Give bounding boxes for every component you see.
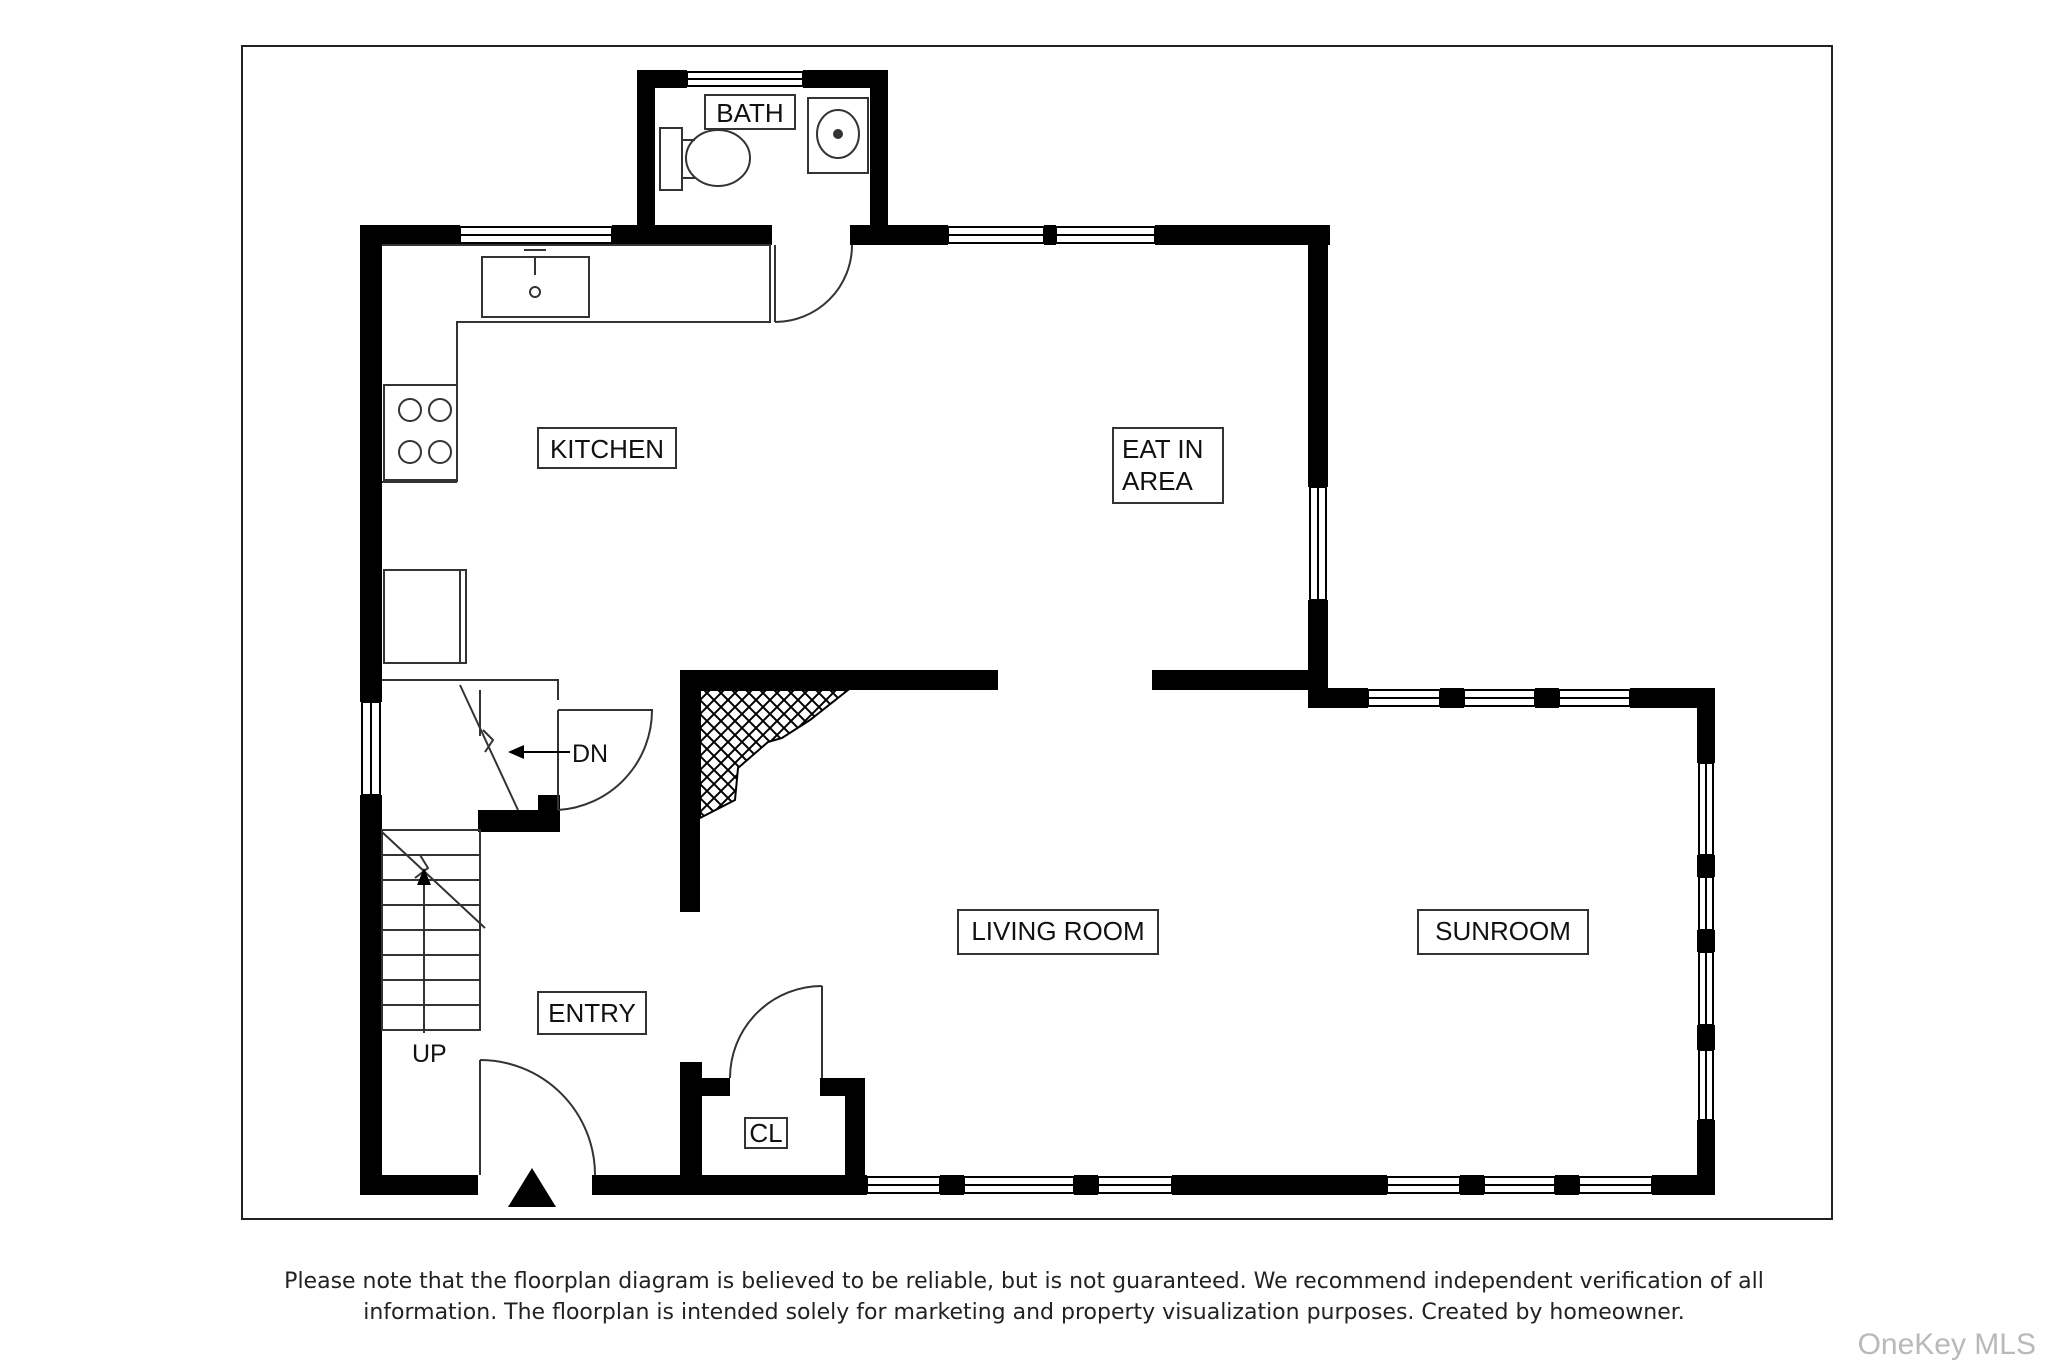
doors <box>479 244 853 1176</box>
kitchen-counters <box>382 244 771 483</box>
disclaimer-line-1: Please note that the floorplan diagram i… <box>284 1269 1764 1294</box>
stairs-down-label: DN <box>572 740 608 768</box>
walls <box>360 70 1715 1195</box>
stair-arrows <box>417 745 570 885</box>
kitchen-sink-icon <box>481 249 590 318</box>
disclaimer-line-2: information. The floorplan is intended s… <box>363 1300 1685 1325</box>
room-labels: BATH KITCHEN EAT IN AREA LIVING ROOM SUN… <box>412 94 1589 1149</box>
bath-sink-icon <box>807 97 869 174</box>
kitchen-label: KITCHEN <box>550 434 664 464</box>
eat-in-label-line2: AREA <box>1122 466 1193 496</box>
windows <box>361 71 1714 1194</box>
bath-label: BATH <box>716 98 783 128</box>
diagram-frame <box>241 45 1833 1220</box>
watermark: OneKey MLS <box>1857 1328 2036 1361</box>
refrigerator-icon <box>383 569 467 664</box>
stairs <box>381 679 559 1033</box>
stove-icon <box>383 384 458 481</box>
sunroom-label: SUNROOM <box>1435 916 1571 946</box>
eat-in-label-line1: EAT IN <box>1122 434 1203 464</box>
entry-arrow-icon <box>508 1168 556 1207</box>
closet-label: CL <box>749 1118 782 1148</box>
fireplace <box>699 689 851 820</box>
living-room-label: LIVING ROOM <box>971 916 1144 946</box>
entry-label: ENTRY <box>548 998 636 1028</box>
stairs-up-label: UP <box>412 1040 447 1068</box>
